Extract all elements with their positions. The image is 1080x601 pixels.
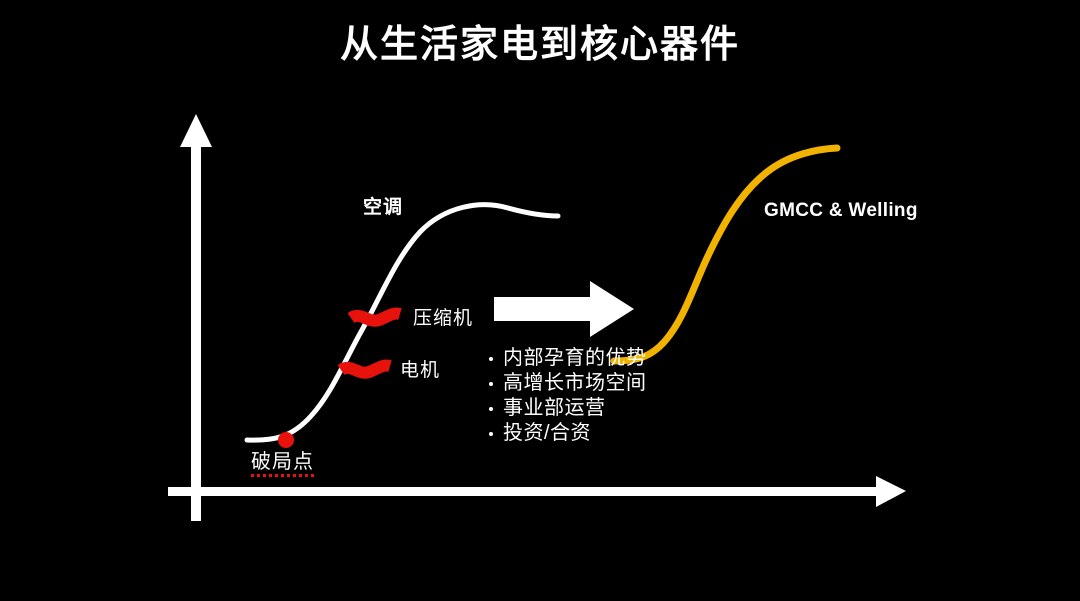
list-item: 内部孕育的优势 <box>488 346 647 371</box>
bullet-dot-icon <box>489 432 493 436</box>
curve-label-brand: GMCC & Welling <box>764 200 918 221</box>
page-title: 从生活家电到核心器件 <box>339 24 740 66</box>
s-curve-appliance <box>244 202 561 443</box>
list-item-label: 事业部运营 <box>503 397 606 419</box>
motor-marker-icon <box>337 359 392 379</box>
list-item-label: 高增长市场空间 <box>503 372 647 394</box>
marker-label-compressor: 压缩机 <box>413 308 474 329</box>
compressor-marker-icon <box>347 307 402 327</box>
transition-arrow <box>494 281 634 337</box>
vertical-axis-arrow <box>180 114 212 521</box>
bullet-dot-icon <box>489 382 493 386</box>
benefit-bullet-list: 内部孕育的优势 高增长市场空间 事业部运营 投资/合资 <box>488 346 647 446</box>
breakpoint-dot <box>278 432 294 448</box>
bullet-dot-icon <box>489 357 493 361</box>
marker-label-motor: 电机 <box>400 360 441 381</box>
list-item: 高增长市场空间 <box>488 371 647 396</box>
bullet-dot-icon <box>489 407 493 411</box>
list-item: 投资/合资 <box>488 421 647 446</box>
s-curve-components <box>610 144 841 365</box>
horizontal-axis-arrow <box>168 476 906 507</box>
list-item: 事业部运营 <box>488 396 647 421</box>
list-item-label: 内部孕育的优势 <box>503 347 647 369</box>
list-item-label: 投资/合资 <box>503 422 592 444</box>
curve-label-appliance: 空调 <box>363 197 404 218</box>
breakpoint-label: 破局点 <box>251 452 314 477</box>
